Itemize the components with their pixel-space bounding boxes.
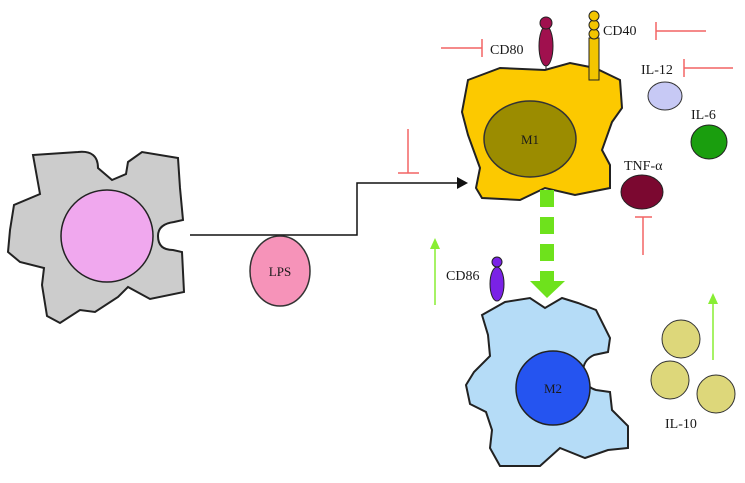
- m1-macrophage: M1: [460, 61, 624, 202]
- m1-label: M1: [521, 132, 539, 147]
- cd40-label: CD40: [603, 24, 636, 39]
- naive-nucleus: [60, 189, 154, 283]
- transition-arrowhead: [530, 281, 565, 298]
- cd86-up-arrowhead: [430, 238, 440, 249]
- il6-label: IL-6: [691, 108, 716, 123]
- cd86-receptor-head-icon: [491, 256, 503, 268]
- il12-cytokine: IL-12: [641, 59, 733, 111]
- il10-molecule-icon: [650, 360, 690, 400]
- cd80-marker: CD80: [441, 16, 554, 70]
- activation-arrow: [190, 177, 468, 236]
- m2-nucleus: [515, 350, 591, 426]
- activation-arrowhead: [457, 177, 468, 189]
- il10-molecule-icon: [696, 374, 736, 414]
- tnfa-label: TNF-α: [624, 159, 663, 174]
- inhibition-activation: [398, 129, 419, 174]
- il6-ellipse: [690, 124, 728, 160]
- m1-to-m2-transition-arrow: [530, 190, 565, 298]
- il12-ellipse: [647, 81, 683, 111]
- lps-ellipse: [249, 235, 311, 307]
- cd40-marker: CD40: [588, 10, 706, 81]
- cd86-receptor-icon: [489, 266, 505, 302]
- cd86-label: CD86: [446, 269, 479, 284]
- il10-up-arrowhead: [708, 293, 718, 304]
- tnfa-ellipse: [620, 174, 664, 210]
- naive-macrophage: [6, 150, 186, 325]
- cd80-receptor-icon: [538, 25, 554, 67]
- il12-label: IL-12: [641, 63, 673, 78]
- cd40-stalk: [588, 37, 600, 81]
- tnfa-cytokine: TNF-α: [620, 159, 664, 255]
- il10-cytokine: IL-10: [650, 293, 736, 432]
- il10-molecule-icon: [661, 319, 701, 359]
- il10-label: IL-10: [665, 417, 697, 432]
- m1-nucleus: [483, 100, 577, 178]
- activation-arrow-line: [190, 182, 460, 236]
- lps-label: LPS: [269, 264, 291, 279]
- cd80-label: CD80: [490, 43, 523, 58]
- lps-stimulus: LPS: [249, 235, 311, 307]
- cd86-marker: CD86: [430, 238, 505, 305]
- cd80-receptor-head-icon: [539, 16, 553, 30]
- il6-cytokine: IL-6: [690, 108, 728, 160]
- cd40-bead-icon: [588, 10, 600, 22]
- m2-label: M2: [544, 381, 562, 396]
- m2-macrophage: M2: [464, 296, 629, 467]
